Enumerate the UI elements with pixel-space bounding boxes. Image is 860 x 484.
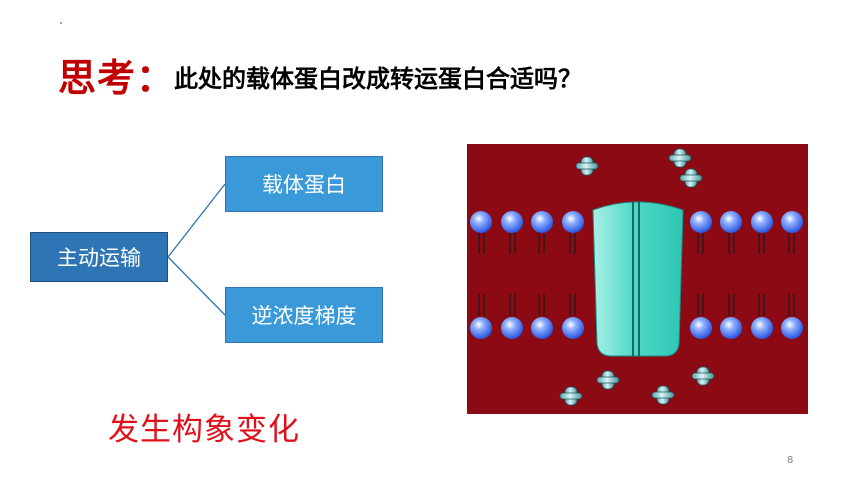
lipid-heads-top [470, 211, 803, 233]
concept-branch-gradient-box: 逆浓度梯度 [225, 287, 383, 343]
page-title: 此处的载体蛋白改成转运蛋白合适吗？ [174, 65, 582, 93]
lipid-tails-bottom [478, 294, 795, 316]
solute-molecules [559, 148, 715, 406]
membrane-transport-illustration [467, 144, 808, 414]
concept-branch-carrier-box: 载体蛋白 [225, 156, 383, 212]
lipid-tails-top [478, 232, 795, 254]
lipid-heads-bottom [470, 317, 803, 339]
carrier-protein [592, 201, 684, 357]
concept-root-label: 主动运输 [57, 246, 141, 270]
page-number: 8 [787, 455, 794, 466]
concept-branch-gradient-label: 逆浓度梯度 [251, 304, 357, 328]
conclusion-text: 发生构象变化 [108, 412, 300, 448]
decorative-dot [60, 22, 62, 24]
concept-branch-carrier-label: 载体蛋白 [262, 173, 346, 197]
concept-root-box: 主动运输 [30, 232, 168, 282]
title-prefix: 思考： [58, 56, 176, 100]
